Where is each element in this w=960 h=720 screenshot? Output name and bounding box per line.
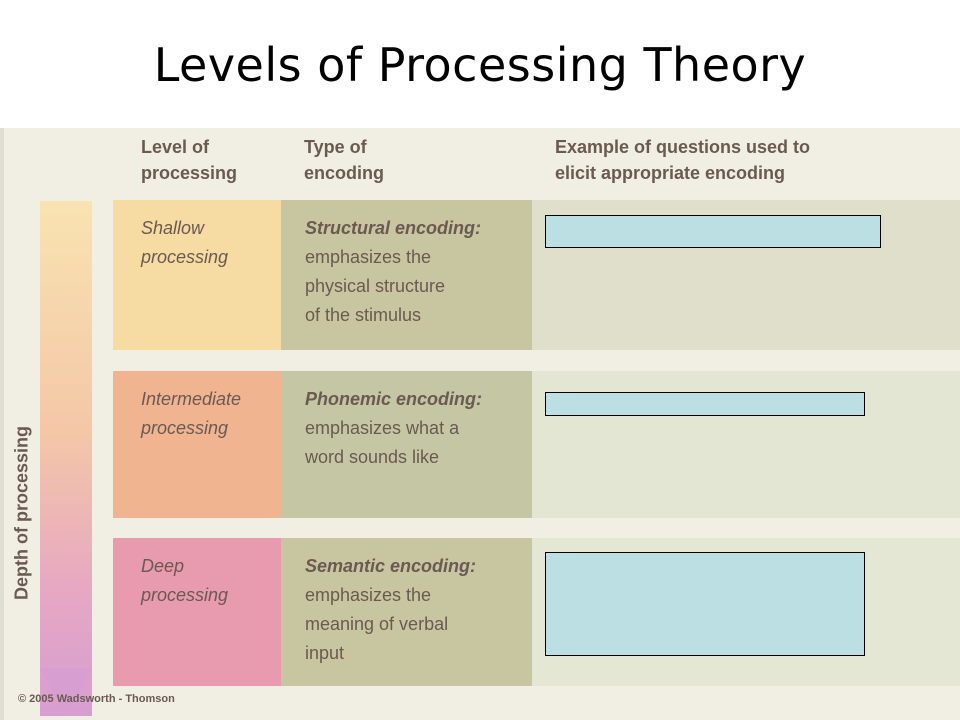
type-name-deep: Semantic encoding: [305,556,477,576]
header-level: Level of processing [141,137,238,183]
row-deep: Deep processing Semantic encoding: empha… [113,538,960,686]
type-desc-shallow: emphasizes the physical structure of the… [305,247,446,325]
depth-axis-label: Depth of processing [11,425,32,601]
type-desc-intermediate: emphasizes what a word sounds like [305,418,460,467]
type-cell-deep: Semantic encoding: emphasizes the meanin… [281,538,532,686]
answer-box-deep [545,552,865,656]
header-type: Type of encoding [304,137,384,183]
type-cell-intermediate: Phonemic encoding: emphasizes what a wor… [281,371,532,518]
type-name-shallow: Structural encoding: [305,218,482,238]
levels-of-processing-figure: Level of processing Type of encoding Exa… [0,128,960,720]
type-name-intermediate: Phonemic encoding: [305,389,483,409]
answer-box-intermediate [545,392,865,416]
level-cell-deep: Deep processing [113,538,281,686]
type-desc-deep: emphasizes the meaning of verbal input [305,585,449,663]
type-cell-shallow: Structural encoding: emphasizes the phys… [281,200,532,350]
level-cell-shallow: Shallow processing [113,200,281,350]
header-example: Example of questions used to elicit appr… [555,137,811,183]
slide-title: Levels of Processing Theory [153,38,807,92]
answer-box-shallow [545,215,881,248]
copyright-text: © 2005 Wadsworth - Thomson [18,693,175,705]
depth-arrow-icon [40,668,92,716]
level-cell-intermediate: Intermediate processing [113,371,281,518]
depth-axis-bar [40,201,92,716]
